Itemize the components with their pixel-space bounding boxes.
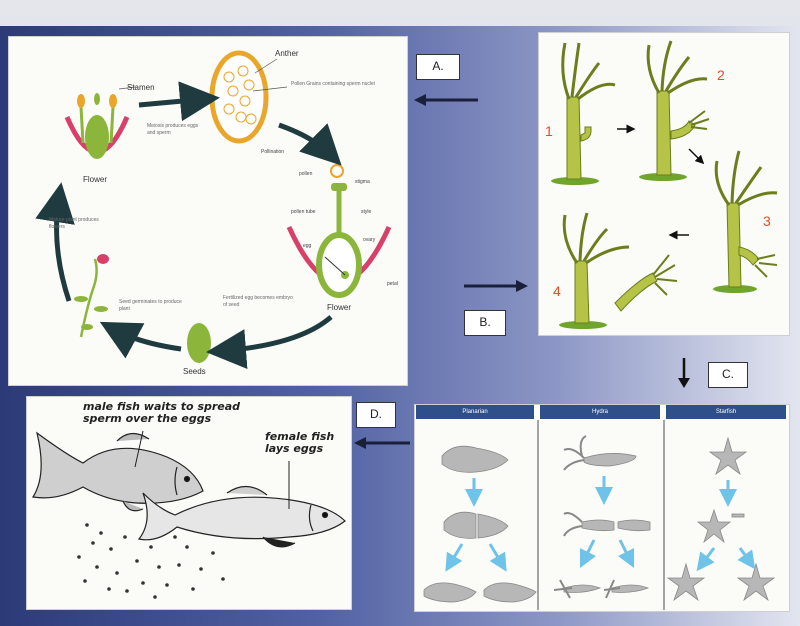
female-fish-icon [137,485,346,548]
seed-germinates-label: Seed germinates to produce plant [119,299,182,312]
seeds-label: Seeds [183,367,206,376]
hydra-2-icon [639,40,710,181]
flower-right-label: Flower [327,303,352,312]
hydra-3-icon [713,150,778,293]
flower-left-icon [64,93,130,159]
column-planarian: Planarian [416,405,534,419]
style-label: style [361,209,372,215]
arrow-d-icon [354,437,410,449]
cycle-arrows [35,81,342,370]
arrow-c-icon [678,358,690,388]
stamen-label: Stamen [127,83,155,92]
fish-diagram [32,430,346,599]
starfish-icon [666,436,776,602]
petal-label: petal [387,281,398,287]
regeneration-arrows [445,476,756,572]
female-fish-caption: female fish lays eggs [265,430,335,455]
seedling-icon [74,254,109,338]
regeneration-panel [414,404,790,612]
plant-life-cycle-panel: Stamen Anther Pollen Grains containing s… [8,36,408,386]
pollen-grains-label: Pollen Grains containing sperm nuclei [291,81,375,87]
seed-icon [187,323,211,363]
pollen-tube-label: pollen tube [291,209,316,215]
flower-right-icon [286,164,392,298]
regeneration-diagram [423,420,776,610]
male-fish-icon [32,431,204,512]
hydra-stage-arrows [617,124,705,240]
flower-left-label: Flower [83,175,108,184]
hydra-budding-panel: 1 2 3 4 [538,32,790,336]
anther-icon [209,50,269,144]
fish-eggs [77,523,225,599]
label-c: C. [708,362,748,388]
hydra-stage-4: 4 [553,283,561,299]
pollen-label: pollen [299,171,313,177]
hydra-regeneration-icon [553,435,651,599]
fertilized-egg-label: Fertilized egg becomes embryo of seed [223,295,293,308]
stigma-label: stigma [355,179,370,185]
hydra-stage-1: 1 [545,123,553,139]
label-d: D. [356,402,396,428]
ovary-label: ovary [363,237,376,243]
arrow-b-icon [464,280,528,292]
plant-cycle-diagram [35,50,392,370]
planarian-icon [423,445,537,603]
column-starfish: Starfish [666,405,786,419]
hydra-stage-2: 2 [717,67,725,83]
column-hydra: Hydra [540,405,660,419]
anther-label: Anther [275,49,299,58]
hydra-1-icon [551,42,616,185]
fish-spawning-panel: male fish waits to spread sperm over the… [26,396,352,610]
male-fish-caption: male fish waits to spread sperm over the… [83,400,241,425]
mature-plant-label: Mature plant produces flowers [49,217,99,230]
meiosis-label: Meiosis produces eggs and sperm [147,123,199,136]
hydra-4-icon [559,212,678,329]
label-b: B. [464,310,506,336]
hydra-stage-3: 3 [763,213,771,229]
label-a: A. [416,54,460,80]
pollination-label: Pollination [261,149,285,155]
arrow-a-icon [414,94,478,106]
egg-label: egg [303,243,312,249]
hydra-diagram [551,40,778,329]
